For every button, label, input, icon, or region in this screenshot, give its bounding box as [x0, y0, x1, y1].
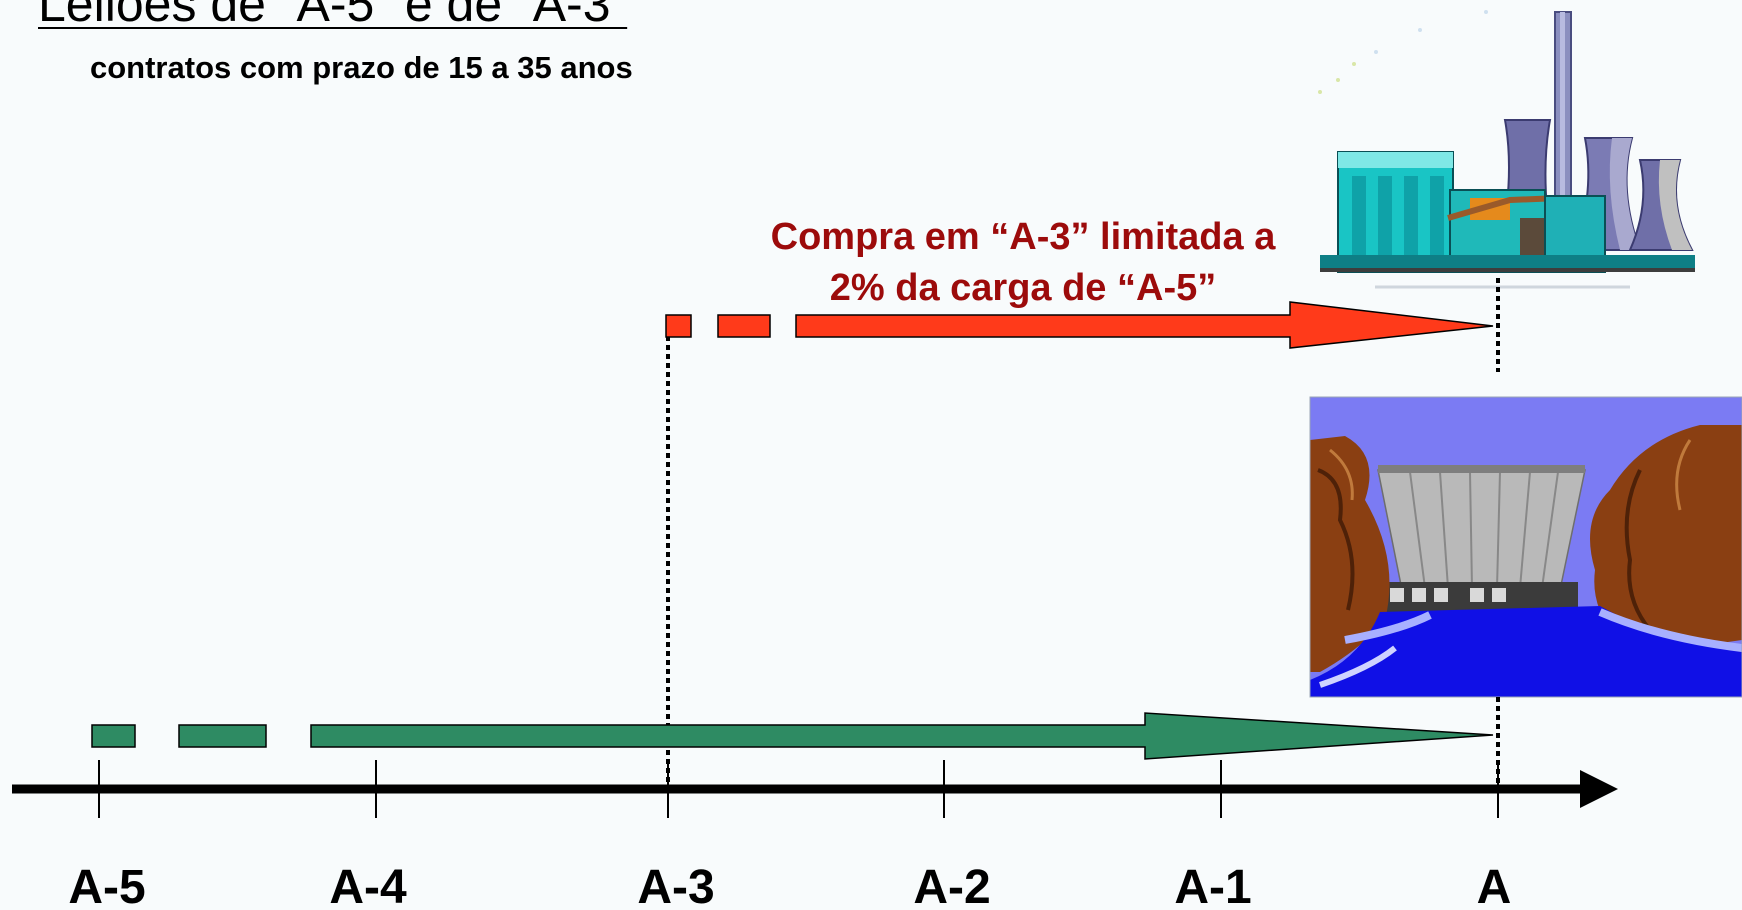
slide-subtitle: contratos com prazo de 15 a 35 anos: [90, 50, 633, 85]
a3-limit-note: Compra em “A-3” limitada a 2% da carga d…: [738, 212, 1308, 314]
tick-label-a1: A-1: [1174, 861, 1252, 910]
tick-label-a3: A-3: [637, 861, 715, 910]
timeline-axis: [12, 760, 1618, 818]
tick-label-a: A: [1476, 861, 1512, 910]
tick-label-a5: A-5: [68, 861, 146, 910]
tick-label-a4: A-4: [329, 861, 407, 910]
a3-limit-note-line1: Compra em “A-3” limitada a: [770, 216, 1276, 258]
a3-auction-arrow: [665, 301, 1494, 349]
slide-title: Leilões de “A-5” e de “A-3”: [38, 0, 628, 32]
tick-label-a2: A-2: [913, 861, 991, 910]
a3-limit-note-line2: 2% da carga de “A-5”: [829, 267, 1217, 309]
a5-auction-arrow: [91, 712, 1494, 760]
hydroelectric-dam-icon: [1309, 396, 1742, 698]
power-plant-icon: [1318, 10, 1695, 289]
